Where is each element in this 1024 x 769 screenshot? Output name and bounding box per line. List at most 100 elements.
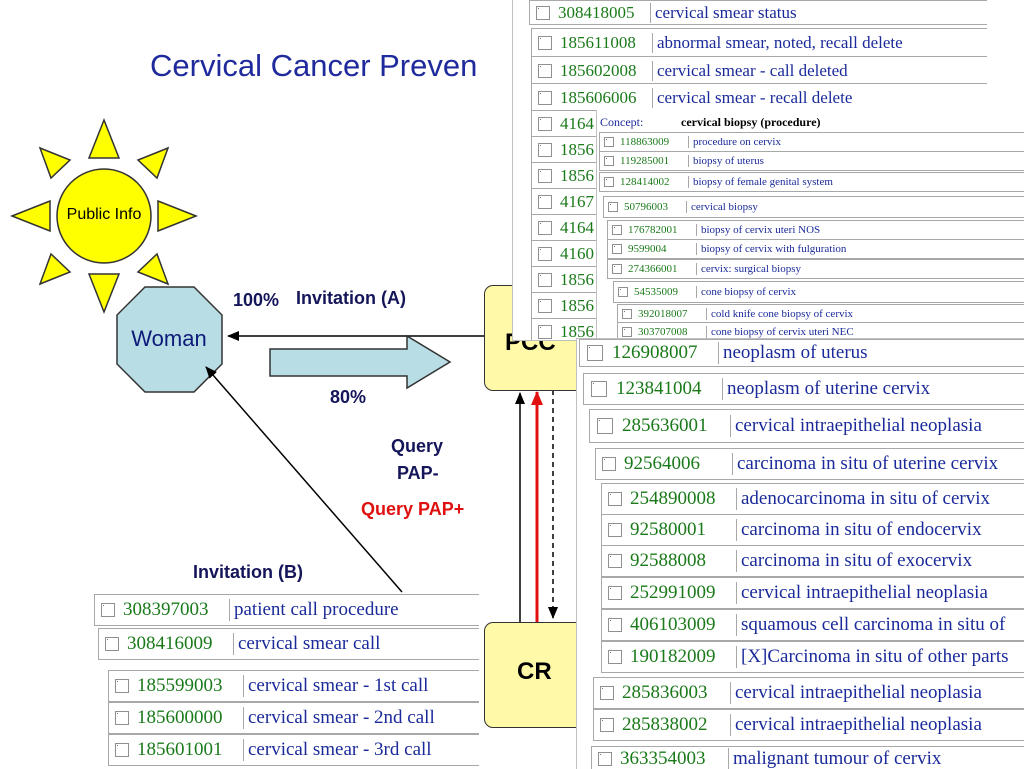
expand-checkbox-icon[interactable] bbox=[608, 523, 622, 537]
diagram-canvas bbox=[9, 117, 558, 622]
expand-checkbox-icon[interactable] bbox=[538, 299, 552, 313]
snomed-term[interactable]: cervical smear status bbox=[655, 2, 797, 22]
biopsy-panel: Concept: cervical biopsy (procedure) 118… bbox=[596, 110, 1024, 342]
snomed-code: 118863009 bbox=[618, 136, 689, 148]
expand-checkbox-icon[interactable] bbox=[604, 156, 614, 166]
snomed-term[interactable]: biopsy of uterus bbox=[693, 155, 764, 167]
snomed-code: 285838002 bbox=[620, 714, 731, 736]
neoplasm-row: 190182009[X]Carcinoma in situ of other p… bbox=[601, 641, 1024, 673]
snomed-term[interactable]: cervical smear - 2nd call bbox=[248, 707, 435, 728]
snomed-term[interactable]: malignant tumour of cervix bbox=[733, 748, 942, 769]
expand-checkbox-icon[interactable] bbox=[101, 603, 115, 617]
snomed-term[interactable]: carcinoma in situ of uterine cervix bbox=[737, 453, 999, 474]
expand-checkbox-icon[interactable] bbox=[587, 345, 603, 361]
query-pap-neg-line2: PAP- bbox=[397, 463, 439, 483]
expand-checkbox-icon[interactable] bbox=[622, 309, 632, 319]
snomed-term[interactable]: carcinoma in situ of endocervix bbox=[741, 519, 982, 540]
snomed-term[interactable]: cervical smear - recall delete bbox=[657, 87, 853, 107]
snomed-code: 185600000 bbox=[135, 707, 244, 729]
snomed-code: 185611008 bbox=[558, 32, 653, 53]
expand-checkbox-icon[interactable] bbox=[538, 169, 552, 183]
expand-checkbox-icon[interactable] bbox=[597, 418, 613, 434]
expand-checkbox-icon[interactable] bbox=[622, 327, 632, 337]
expand-checkbox-icon[interactable] bbox=[105, 637, 119, 651]
snomed-term[interactable]: biopsy of cervix with fulguration bbox=[701, 243, 847, 255]
expand-checkbox-icon[interactable] bbox=[612, 244, 622, 254]
snomed-term[interactable]: neoplasm of uterus bbox=[723, 342, 868, 363]
expand-checkbox-icon[interactable] bbox=[536, 5, 550, 20]
expand-checkbox-icon[interactable] bbox=[115, 743, 129, 757]
snomed-term[interactable]: [X]Carcinoma in situ of other parts bbox=[741, 646, 1009, 667]
expand-checkbox-icon[interactable] bbox=[612, 225, 622, 235]
expand-checkbox-icon[interactable] bbox=[604, 177, 614, 187]
expand-checkbox-icon[interactable] bbox=[538, 273, 552, 287]
expand-checkbox-icon[interactable] bbox=[591, 381, 607, 397]
invitation-a-label: Invitation (A) bbox=[296, 288, 406, 308]
snomed-term[interactable]: carcinoma in situ of exocervix bbox=[741, 550, 973, 571]
snomed-term[interactable]: cervical smear - call deleted bbox=[657, 60, 848, 80]
snomed-term[interactable]: cervical intraepithelial neoplasia bbox=[735, 682, 982, 703]
expand-checkbox-icon[interactable] bbox=[608, 618, 622, 632]
expand-checkbox-icon[interactable] bbox=[608, 202, 618, 212]
snomed-term[interactable]: cervix: surgical biopsy bbox=[701, 263, 801, 275]
snomed-term[interactable]: cervical smear - 1st call bbox=[248, 675, 429, 696]
snomed-term[interactable]: cervical biopsy bbox=[691, 201, 758, 213]
expand-checkbox-icon[interactable] bbox=[115, 711, 129, 725]
snomed-code: 123841004 bbox=[614, 378, 723, 400]
snomed-code: 252991009 bbox=[628, 582, 737, 604]
snomed-term[interactable]: cervical smear - 3rd call bbox=[248, 739, 432, 760]
snomed-code: 119285001 bbox=[618, 155, 689, 167]
snomed-term[interactable]: cervical intraepithelial neoplasia bbox=[741, 582, 988, 603]
snomed-term[interactable]: cone biopsy of cervix bbox=[701, 286, 796, 298]
expand-checkbox-icon[interactable] bbox=[600, 686, 614, 700]
expand-checkbox-icon[interactable] bbox=[538, 221, 552, 235]
expand-checkbox-icon[interactable] bbox=[538, 90, 552, 105]
snomed-term[interactable]: cervical intraepithelial neoplasia bbox=[735, 415, 982, 436]
snomed-term[interactable]: neoplasm of uterine cervix bbox=[727, 378, 931, 399]
snomed-term[interactable]: biopsy of female genital system bbox=[693, 176, 833, 188]
snomed-term[interactable]: biopsy of cervix uteri NOS bbox=[701, 224, 821, 236]
snomed-code: 92564006 bbox=[622, 453, 733, 475]
snomed-term[interactable]: adenocarcinoma in situ of cervix bbox=[741, 488, 991, 509]
snomed-term[interactable]: squamous cell carcinoma in situ of bbox=[741, 614, 1006, 635]
snomed-code: 185602008 bbox=[558, 60, 653, 81]
expand-checkbox-icon[interactable] bbox=[604, 137, 614, 147]
invitation-b-arrow bbox=[205, 366, 403, 593]
expand-checkbox-icon[interactable] bbox=[602, 457, 616, 471]
expand-checkbox-icon[interactable] bbox=[115, 679, 129, 693]
sun-icon bbox=[9, 117, 199, 315]
snomed-term[interactable]: abnormal smear, noted, recall delete bbox=[657, 32, 903, 52]
expand-checkbox-icon[interactable] bbox=[612, 264, 622, 274]
expand-checkbox-icon[interactable] bbox=[608, 650, 622, 664]
snomed-term[interactable]: cold knife cone biopsy of cervix bbox=[711, 308, 854, 320]
expand-checkbox-icon[interactable] bbox=[538, 195, 552, 209]
expand-checkbox-icon[interactable] bbox=[608, 586, 622, 600]
snomed-code: 9599004 bbox=[626, 243, 697, 255]
snomed-term[interactable]: patient call procedure bbox=[234, 599, 399, 620]
expand-checkbox-icon[interactable] bbox=[608, 492, 622, 506]
expand-checkbox-icon[interactable] bbox=[618, 287, 628, 297]
expand-checkbox-icon[interactable] bbox=[538, 63, 552, 78]
expand-checkbox-icon[interactable] bbox=[538, 247, 552, 261]
snomed-code: 285836003 bbox=[620, 682, 731, 704]
snomed-term[interactable]: cervical intraepithelial neoplasia bbox=[735, 714, 982, 735]
expand-checkbox-icon[interactable] bbox=[598, 752, 612, 766]
snomed-term[interactable]: procedure on cervix bbox=[693, 136, 781, 148]
expand-checkbox-icon[interactable] bbox=[538, 117, 552, 131]
expand-checkbox-icon[interactable] bbox=[600, 718, 614, 732]
expand-checkbox-icon[interactable] bbox=[608, 554, 622, 568]
expand-checkbox-icon[interactable] bbox=[538, 325, 552, 339]
snomed-term[interactable]: cervical smear call bbox=[238, 633, 381, 654]
snomed-term[interactable]: cone biopsy of cervix uteri NEC bbox=[711, 326, 854, 338]
expand-checkbox-icon[interactable] bbox=[538, 143, 552, 157]
expand-checkbox-icon[interactable] bbox=[538, 35, 552, 50]
